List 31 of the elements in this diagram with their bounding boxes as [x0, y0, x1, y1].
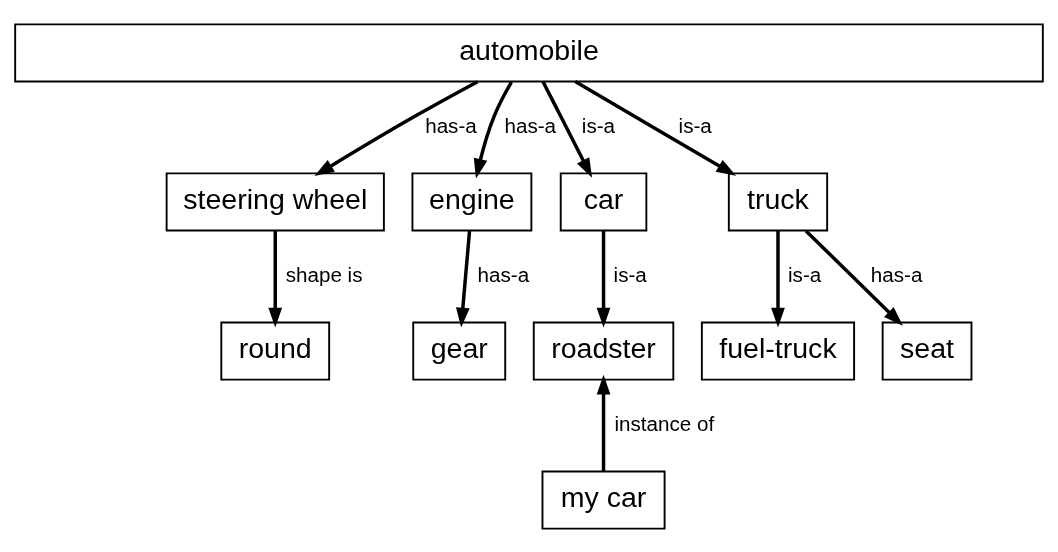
node-box: seat	[881, 321, 973, 381]
edge-label: has-a	[870, 262, 923, 286]
arrow	[804, 229, 903, 326]
edge-label: is-a	[581, 113, 616, 137]
edge-label: is-a	[678, 113, 712, 137]
node-box: my car	[541, 470, 666, 530]
node-box: car	[559, 171, 648, 231]
edge-label: shape is	[285, 262, 363, 286]
edge-label: has-a	[477, 262, 530, 286]
node-box: roadster	[532, 321, 675, 381]
arrow	[268, 230, 283, 327]
node-box: fuel-truck	[700, 321, 856, 381]
node-box: truck	[727, 171, 829, 231]
arrow	[314, 79, 479, 176]
node-box: steering wheel	[165, 171, 385, 231]
arrow	[574, 79, 737, 176]
node-box: engine	[411, 171, 533, 231]
arrow	[455, 230, 472, 327]
arrow	[596, 230, 611, 327]
arrow	[771, 230, 785, 327]
edge-label: has-a	[425, 113, 477, 137]
node-box: round	[220, 321, 331, 381]
arrow	[596, 374, 611, 471]
edge-label: instance of	[614, 411, 715, 435]
edge-label: is-a	[788, 262, 822, 286]
edge-label: is-a	[613, 262, 647, 286]
node-box: gear	[412, 321, 507, 381]
node-box: automobile	[14, 22, 1044, 82]
arrow	[473, 80, 513, 178]
arrow	[541, 80, 593, 178]
edge-label: has-a	[504, 113, 557, 137]
